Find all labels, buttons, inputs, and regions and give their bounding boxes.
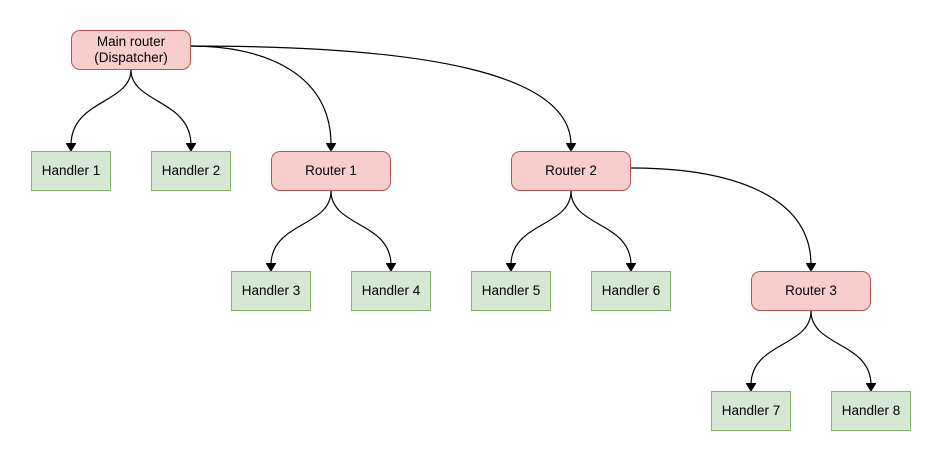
node-router-3[interactable]: Router 3 <box>751 271 871 311</box>
edge-router-3-to-handler-8 <box>810 310 872 386</box>
edge-main-to-handler-1-arrowhead <box>65 143 77 152</box>
edge-router-2-to-handler-5 <box>510 190 572 266</box>
edge-router-2-to-handler-6-arrowhead <box>625 263 637 272</box>
edge-router-1-to-handler-3-arrowhead <box>265 263 277 272</box>
node-handler-4[interactable]: Handler 4 <box>351 271 431 311</box>
arrowheads-group <box>65 143 877 392</box>
node-handler-2[interactable]: Handler 2 <box>151 151 231 191</box>
edge-main-to-handler-2 <box>130 69 192 146</box>
edge-main-to-handler-2-arrowhead <box>185 143 197 152</box>
edge-router-2-to-handler-6 <box>570 190 632 266</box>
edge-router-3-to-handler-7-arrowhead <box>745 383 757 392</box>
edge-main-to-router-1-arrowhead <box>325 143 337 152</box>
edge-main-to-handler-1 <box>70 69 132 146</box>
node-handler-5[interactable]: Handler 5 <box>471 271 551 311</box>
node-handler-7[interactable]: Handler 7 <box>711 391 791 431</box>
edge-router-2-to-handler-5-arrowhead <box>505 263 517 272</box>
edge-main-to-router-2 <box>190 45 572 146</box>
edge-router-3-to-handler-8-arrowhead <box>865 383 877 392</box>
edge-router-1-to-handler-3 <box>270 190 332 266</box>
node-main-router[interactable]: Main router (Dispatcher) <box>71 30 191 70</box>
node-handler-8[interactable]: Handler 8 <box>831 391 911 431</box>
edge-router-1-to-handler-4-arrowhead <box>385 263 397 272</box>
edge-router-3-to-handler-7 <box>750 310 812 386</box>
node-handler-3[interactable]: Handler 3 <box>231 271 311 311</box>
node-router-2[interactable]: Router 2 <box>511 151 631 191</box>
edge-main-to-router-2-arrowhead <box>565 143 577 152</box>
edge-router-1-to-handler-4 <box>330 190 392 266</box>
edges-group <box>70 45 872 386</box>
node-handler-6[interactable]: Handler 6 <box>591 271 671 311</box>
edge-main-to-router-1 <box>190 45 332 146</box>
edge-router-2-to-router-3-arrowhead <box>805 263 817 272</box>
node-router-1[interactable]: Router 1 <box>271 151 391 191</box>
node-handler-1[interactable]: Handler 1 <box>31 151 111 191</box>
edge-router-2-to-router-3 <box>630 167 812 266</box>
